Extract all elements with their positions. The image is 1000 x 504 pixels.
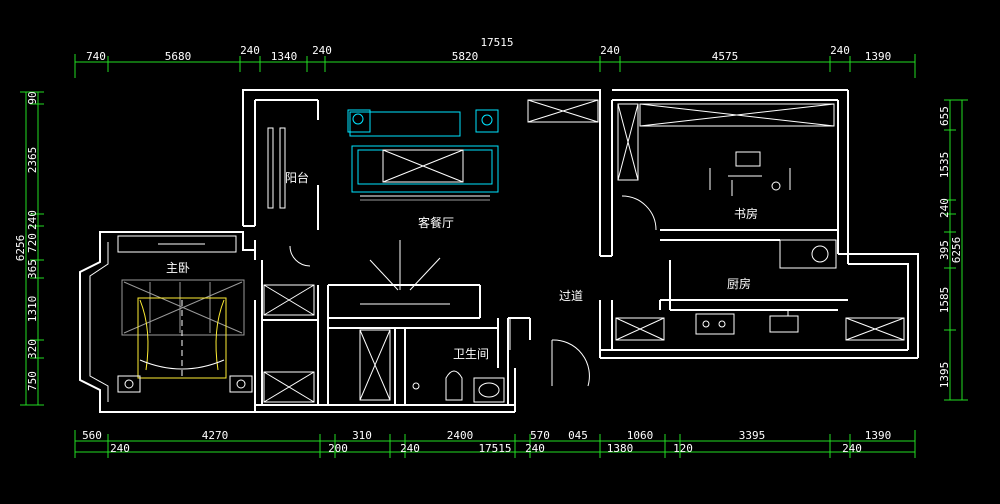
bottom-dim-b5: 1380 <box>607 442 634 455</box>
bottom-dimension-chain: 560 4270 310 2400 570 045 1060 3395 1390… <box>74 429 916 458</box>
bottom-dim-2: 4270 <box>202 429 229 442</box>
left-dim-7: 320 <box>26 339 39 359</box>
walls <box>79 89 919 413</box>
label-bathroom: 卫生间 <box>453 347 489 361</box>
bathroom-fixtures <box>412 370 505 403</box>
left-dim-4: 720 <box>26 233 39 253</box>
left-dim-2: 2365 <box>26 147 39 174</box>
right-dim-1: 655 <box>938 106 951 126</box>
bottom-dim-7: 1060 <box>627 429 654 442</box>
bottom-dim-9: 1390 <box>865 429 892 442</box>
bottom-dim-b6: 120 <box>673 442 693 455</box>
top-dim-7: 240 <box>600 44 620 57</box>
storage-cabinets <box>117 99 905 403</box>
left-dim-6: 1310 <box>26 296 39 323</box>
top-dim-1: 740 <box>86 50 106 63</box>
room-labels: 阳台 客餐厅 主卧 书房 过道 厨房 卫生间 <box>166 170 758 361</box>
right-dim-6: 1395 <box>938 362 951 389</box>
right-dim-4: 395 <box>938 240 951 260</box>
left-dim-5: 365 <box>26 259 39 279</box>
bottom-dim-b3: 240 <box>400 442 420 455</box>
right-dim-3: 240 <box>938 198 951 218</box>
kitchen-appliances <box>695 239 837 335</box>
balcony-sliding-door <box>267 127 286 209</box>
top-dim-4: 1340 <box>271 50 298 63</box>
master-bed <box>117 279 253 393</box>
label-kitchen: 厨房 <box>727 276 751 291</box>
bottom-dim-b1: 240 <box>110 442 130 455</box>
left-dimension-chain: 6256 90 2365 240 720 365 1310 320 750 <box>14 91 44 406</box>
bottom-dim-8: 3395 <box>739 429 766 442</box>
bottom-dim-6: 045 <box>568 429 588 442</box>
bottom-dim-4: 2400 <box>447 429 474 442</box>
left-dim-3: 240 <box>26 210 39 230</box>
bottom-dim-1: 560 <box>82 429 102 442</box>
label-living-dining: 客餐厅 <box>418 215 454 230</box>
right-dimension-chain: 655 1535 240 395 1585 1395 6256 <box>938 99 968 401</box>
top-dim-5: 240 <box>312 44 332 57</box>
label-corridor: 过道 <box>559 289 583 303</box>
right-dim-2: 1535 <box>938 152 951 179</box>
label-study: 书房 <box>734 206 758 221</box>
bottom-total-dim: 17515 <box>478 442 511 455</box>
left-total-dim: 6256 <box>14 235 27 262</box>
bottom-dim-5: 570 <box>530 429 550 442</box>
left-dim-1: 90 <box>26 91 39 104</box>
top-dim-8: 4575 <box>712 50 739 63</box>
top-dimension-chain: 17515 740 5680 240 1340 240 5820 240 457… <box>74 36 916 78</box>
right-dim-5: 1585 <box>938 287 951 314</box>
label-master-bedroom: 主卧 <box>166 261 190 275</box>
doors <box>289 195 657 387</box>
bottom-dim-3: 310 <box>352 429 372 442</box>
top-dim-10: 1390 <box>865 50 892 63</box>
study-desk <box>709 151 791 196</box>
top-dim-6: 5820 <box>452 50 479 63</box>
top-dim-9: 240 <box>830 44 850 57</box>
bottom-dim-b2: 200 <box>328 442 348 455</box>
sofa-set <box>347 109 499 201</box>
bottom-dim-b4: 240 <box>525 442 545 455</box>
top-dim-3: 240 <box>240 44 260 57</box>
bottom-dim-b7: 240 <box>842 442 862 455</box>
top-total-dim: 17515 <box>480 36 513 49</box>
tv-wall <box>360 240 450 305</box>
right-total-dim: 6256 <box>950 237 963 264</box>
label-balcony: 阳台 <box>285 170 309 185</box>
top-dim-2: 5680 <box>165 50 192 63</box>
left-dim-8: 750 <box>26 371 39 391</box>
